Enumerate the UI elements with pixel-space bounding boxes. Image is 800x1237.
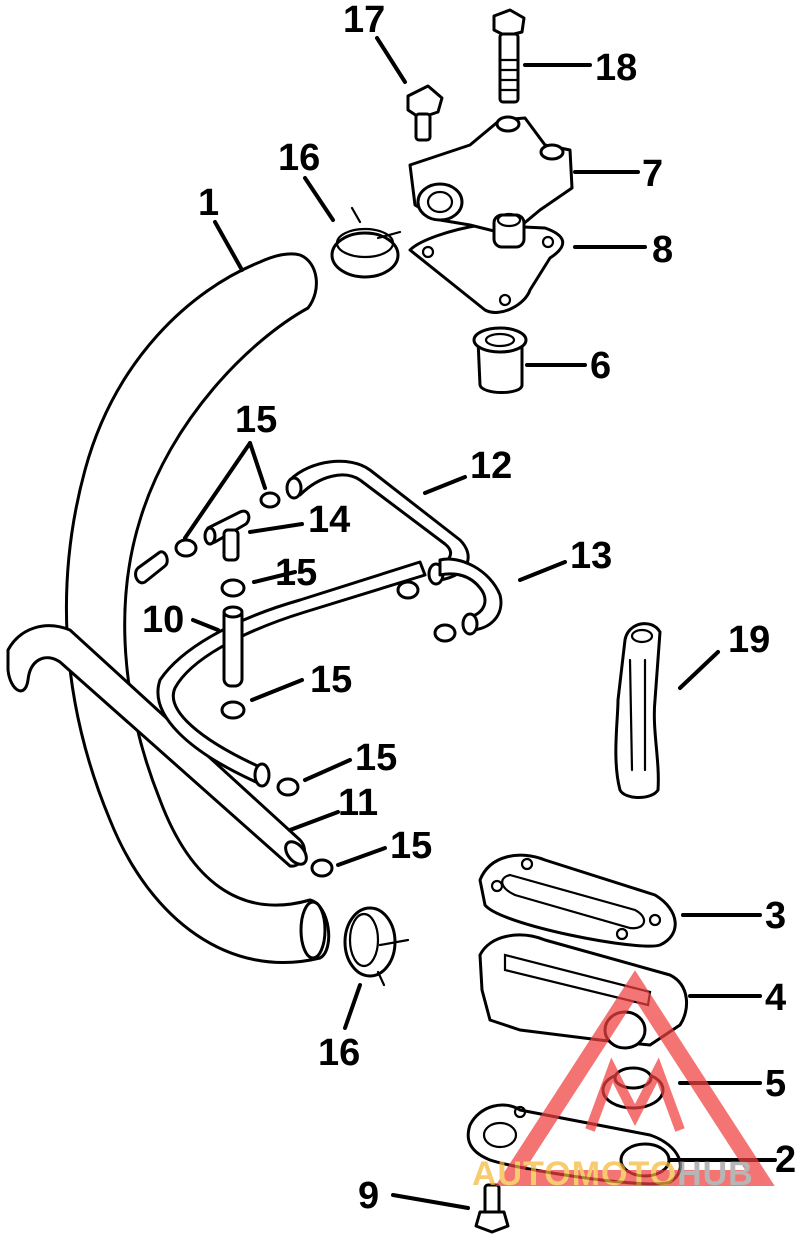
callout-9: 9 (358, 1175, 379, 1217)
callout-15-top: 15 (235, 399, 277, 441)
callout-14: 14 (308, 499, 350, 541)
watermark-triangle-icon (495, 970, 775, 1186)
part-7-housing (408, 115, 574, 249)
short-vertical-tube (222, 605, 244, 688)
part-15-clamps (174, 491, 457, 878)
watermark: AUTOMOTOHUB (472, 970, 775, 1193)
watermark-text-automoto: AUTOMOTO (472, 1155, 677, 1193)
callout-15-bottom: 15 (390, 825, 432, 867)
callout-15-lower: 15 (310, 659, 352, 701)
part-18-bolt (492, 8, 526, 104)
part-16-upper-clamp (330, 206, 402, 279)
part-10-tube (156, 557, 503, 788)
callout-3: 3 (765, 895, 786, 937)
callout-15-mid: 15 (275, 552, 317, 594)
svg-text:AUTOMOTOHUB: AUTOMOTOHUB (472, 1155, 754, 1193)
part-3-gasket (478, 853, 677, 948)
callout-2: 2 (775, 1139, 796, 1181)
part-9-bolt (474, 1183, 510, 1234)
part-17-bolt (406, 84, 444, 142)
callout-1: 1 (198, 182, 219, 224)
callout-4: 4 (765, 977, 786, 1019)
part-19-tool (614, 622, 662, 799)
leader-lines (183, 36, 777, 1210)
part-14-t-fitting (203, 509, 251, 562)
callout-15-near-10: 15 (355, 737, 397, 779)
part-1-hose (64, 252, 331, 964)
watermark-text-hub: HUB (677, 1155, 754, 1193)
part-11-tube (6, 624, 308, 868)
callout-18: 18 (595, 47, 637, 89)
callout-17: 17 (343, 0, 385, 41)
watermark-m-icon (585, 1057, 685, 1132)
callout-8: 8 (652, 229, 673, 271)
callout-6: 6 (590, 345, 611, 387)
part-6-thermostat (472, 326, 528, 394)
callout-12: 12 (470, 445, 512, 487)
callout-10: 10 (142, 599, 184, 641)
callout-5: 5 (765, 1063, 786, 1105)
callout-11: 11 (338, 782, 378, 824)
callout-16-upper: 16 (278, 137, 320, 179)
part-8-gasket (408, 223, 564, 314)
callout-labels: 17 18 7 8 6 16 1 15 12 14 13 15 10 15 19… (142, 0, 796, 1217)
part-16-lower-clamp (343, 906, 410, 987)
callout-13: 13 (570, 535, 612, 577)
callout-19: 19 (728, 619, 770, 661)
callout-16-lower: 16 (318, 1032, 360, 1074)
short-stub-tube (134, 550, 169, 585)
callout-7: 7 (642, 153, 663, 195)
